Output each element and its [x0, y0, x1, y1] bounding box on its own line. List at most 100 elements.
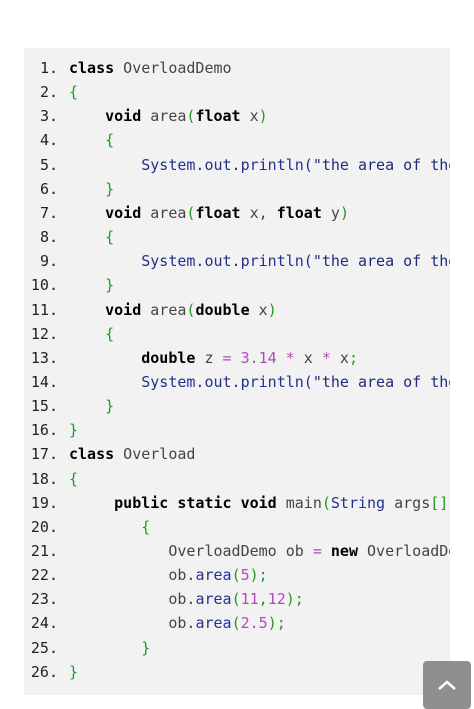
line-number: 11.: [30, 300, 58, 319]
code-text: ob.area(11,12);: [69, 587, 303, 611]
code-token: main: [276, 493, 322, 512]
code-token: (: [321, 493, 331, 512]
code-text: }: [69, 273, 114, 297]
line-number: 14.: [30, 372, 58, 391]
code-line: 23. ob.area(11,12);: [24, 587, 450, 611]
code-token: area: [195, 614, 232, 633]
code-token: area: [141, 107, 187, 126]
line-number: 8.: [39, 228, 58, 247]
code-token: [69, 276, 105, 294]
code-line: 22. ob.area(5);: [24, 563, 450, 587]
code-token: ): [267, 300, 277, 319]
code-token: }: [69, 421, 79, 440]
line-number: 4.: [39, 131, 58, 150]
code-line: 8. {: [24, 225, 450, 249]
line-number: 16.: [30, 421, 58, 440]
code-token: [69, 228, 105, 246]
code-token: }: [141, 638, 151, 657]
code-line: 6. }: [24, 177, 450, 201]
code-text: }: [69, 636, 150, 660]
code-token: [69, 349, 141, 367]
code-token: );: [249, 566, 268, 585]
code-token: ob.: [69, 614, 196, 633]
code-token: {: [69, 83, 79, 102]
code-token: x: [249, 300, 268, 319]
code-token: =: [312, 542, 322, 560]
code-line: 12. {: [24, 322, 450, 346]
code-line: 3. void area(float x): [24, 104, 450, 128]
code-text: void area(double x): [69, 298, 277, 322]
code-line: 9. System.out.println("the area of the: [24, 249, 450, 273]
code-token: *: [285, 348, 295, 367]
code-token: (: [186, 107, 196, 126]
code-token: "the area of the: [312, 155, 450, 174]
line-number: 21.: [30, 542, 58, 560]
code-token: z: [195, 348, 223, 367]
code-token: [69, 107, 105, 125]
code-line: 13. double z = 3.14 * x * x;: [24, 346, 450, 370]
code-token: System.out.println(: [69, 372, 313, 391]
code-token: double: [195, 300, 250, 319]
code-line: 1.class OverloadDemo: [24, 56, 450, 80]
code-token: [69, 325, 105, 343]
code-text: double z = 3.14 * x * x;: [69, 346, 358, 370]
code-token: y: [321, 203, 340, 222]
code-text: {: [69, 467, 78, 491]
code-token: OverloadDemo ob: [69, 542, 313, 560]
code-line: 10. }: [24, 273, 450, 297]
line-number: 22.: [30, 566, 58, 585]
code-token: ob.: [69, 566, 196, 585]
code-token: [69, 639, 141, 657]
code-token: [69, 204, 105, 222]
code-token: [232, 349, 241, 367]
code-token: 3.14: [240, 348, 277, 367]
code-token: class: [69, 445, 115, 464]
code-text: class Overload: [69, 442, 195, 466]
code-token: x,: [240, 203, 277, 222]
code-text: System.out.println("the area of the: [69, 153, 450, 177]
code-text: void area(float x, float y): [69, 201, 349, 225]
line-number: 13.: [30, 348, 58, 367]
code-text: }: [69, 660, 78, 684]
code-text: {: [69, 225, 114, 249]
code-token: OverloadDemo: [114, 59, 232, 77]
code-text: void area(float x): [69, 104, 268, 128]
code-text: {: [69, 322, 114, 346]
code-token: [69, 301, 105, 319]
code-token: 11: [240, 590, 259, 609]
code-text: {: [69, 80, 78, 104]
code-text: ob.area(5);: [69, 563, 268, 587]
code-token: area: [141, 300, 187, 319]
code-token: double: [141, 348, 196, 367]
code-line: 21. OverloadDemo ob = new OverloadDem: [24, 539, 450, 563]
code-text: ob.area(2.5);: [69, 611, 286, 635]
code-token: {: [69, 469, 79, 488]
code-text: System.out.println("the area of the: [69, 249, 450, 273]
code-token: 12: [267, 590, 286, 609]
code-token: OverloadDem: [367, 542, 450, 560]
line-number: 1.: [39, 59, 58, 77]
line-number: 10.: [30, 276, 58, 295]
code-token: [277, 349, 286, 367]
code-token: {: [105, 324, 115, 343]
code-token: void: [105, 300, 142, 319]
code-text: }: [69, 394, 114, 418]
code-token: float: [195, 107, 241, 126]
code-line: 14. System.out.println("the area of the: [24, 370, 450, 394]
code-line: 17. class Overload: [24, 442, 450, 466]
code-token: {: [141, 517, 151, 536]
line-number: 17.: [30, 445, 58, 464]
code-line: 15. }: [24, 394, 450, 418]
line-number: 26.: [30, 662, 58, 681]
code-line: 4. {: [24, 128, 450, 152]
line-number: 18.: [30, 469, 58, 488]
code-token: );: [267, 614, 286, 633]
code-line: 11. void area(double x): [24, 298, 450, 322]
scroll-to-top-button[interactable]: [423, 661, 471, 709]
code-token: ): [258, 107, 268, 126]
code-token: args: [385, 493, 431, 512]
code-token: x: [240, 107, 259, 126]
code-token: new: [330, 542, 358, 560]
code-text: {: [69, 515, 150, 539]
